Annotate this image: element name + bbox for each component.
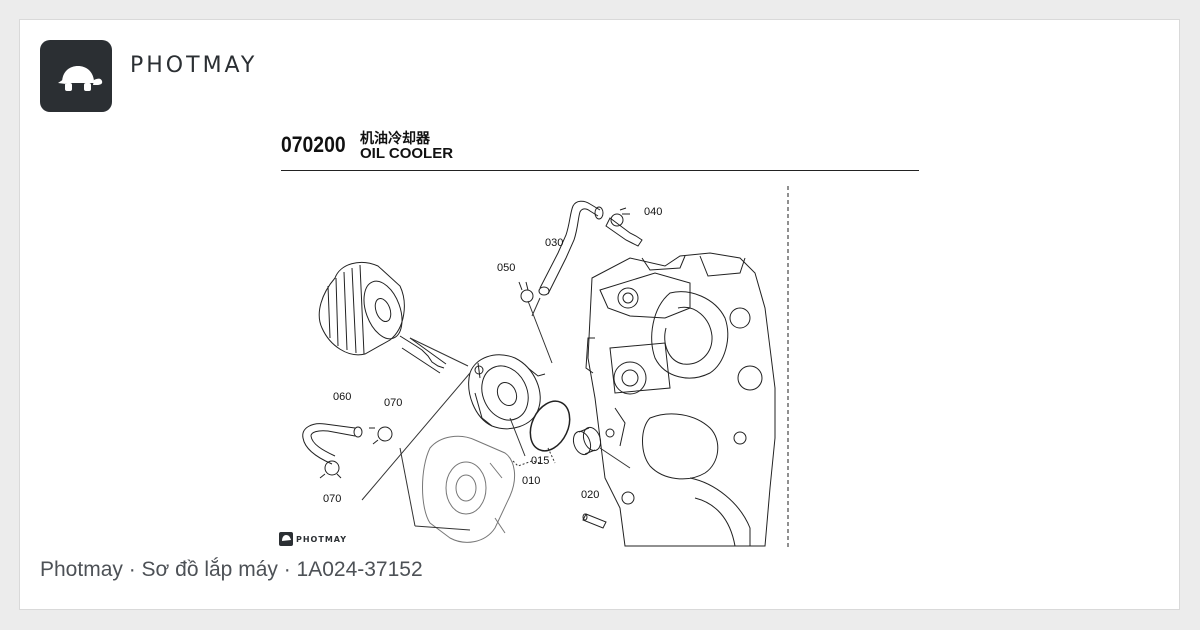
water-pump-drawing <box>422 435 516 543</box>
brand-logo[interactable] <box>40 40 112 112</box>
part-label-010[interactable]: 010 <box>522 475 540 487</box>
section-code: 070200 <box>281 132 346 157</box>
lower-hose-drawing <box>302 423 363 465</box>
brand-wordmark: PHOTMAY <box>130 53 258 78</box>
watermark-text: PHOTMAY <box>296 535 347 544</box>
clamp-070-drawing <box>319 426 393 479</box>
section-title-en: OIL COOLER <box>360 145 454 162</box>
part-label-070-lower[interactable]: 070 <box>323 493 341 505</box>
turtle-icon <box>58 66 103 91</box>
upper-hose-drawing <box>538 200 604 296</box>
part-label-070-upper[interactable]: 070 <box>384 397 402 409</box>
oil-cooler-drawing <box>468 354 546 430</box>
part-label-030[interactable]: 030 <box>545 237 563 249</box>
leader-lines <box>361 297 631 531</box>
oil-cooler-exploded-diagram: 040 030 050 060 070 070 015 010 020 PHOT… <box>279 186 789 550</box>
section-title-cn: 机油冷却器 <box>360 131 430 147</box>
part-label-020[interactable]: 020 <box>581 489 599 501</box>
preview-card <box>19 19 1180 610</box>
hose-joint-drawing <box>605 207 643 247</box>
title-divider <box>281 170 919 171</box>
pin-drawing <box>582 513 607 529</box>
part-label-050[interactable]: 050 <box>497 262 515 274</box>
oil-filter-drawing <box>318 262 447 374</box>
seal-ring-drawing <box>572 426 602 456</box>
part-label-060[interactable]: 060 <box>333 391 351 403</box>
o-ring-drawing <box>529 400 571 452</box>
footer-caption: Photmay · Sơ đồ lắp máy · 1A024-37152 <box>40 558 423 581</box>
part-label-040[interactable]: 040 <box>644 206 662 218</box>
engine-case-drawing <box>585 252 776 547</box>
diagram-watermark: PHOTMAY <box>279 532 347 546</box>
part-label-015[interactable]: 015 <box>531 455 549 467</box>
clamp-050-drawing <box>518 281 534 303</box>
